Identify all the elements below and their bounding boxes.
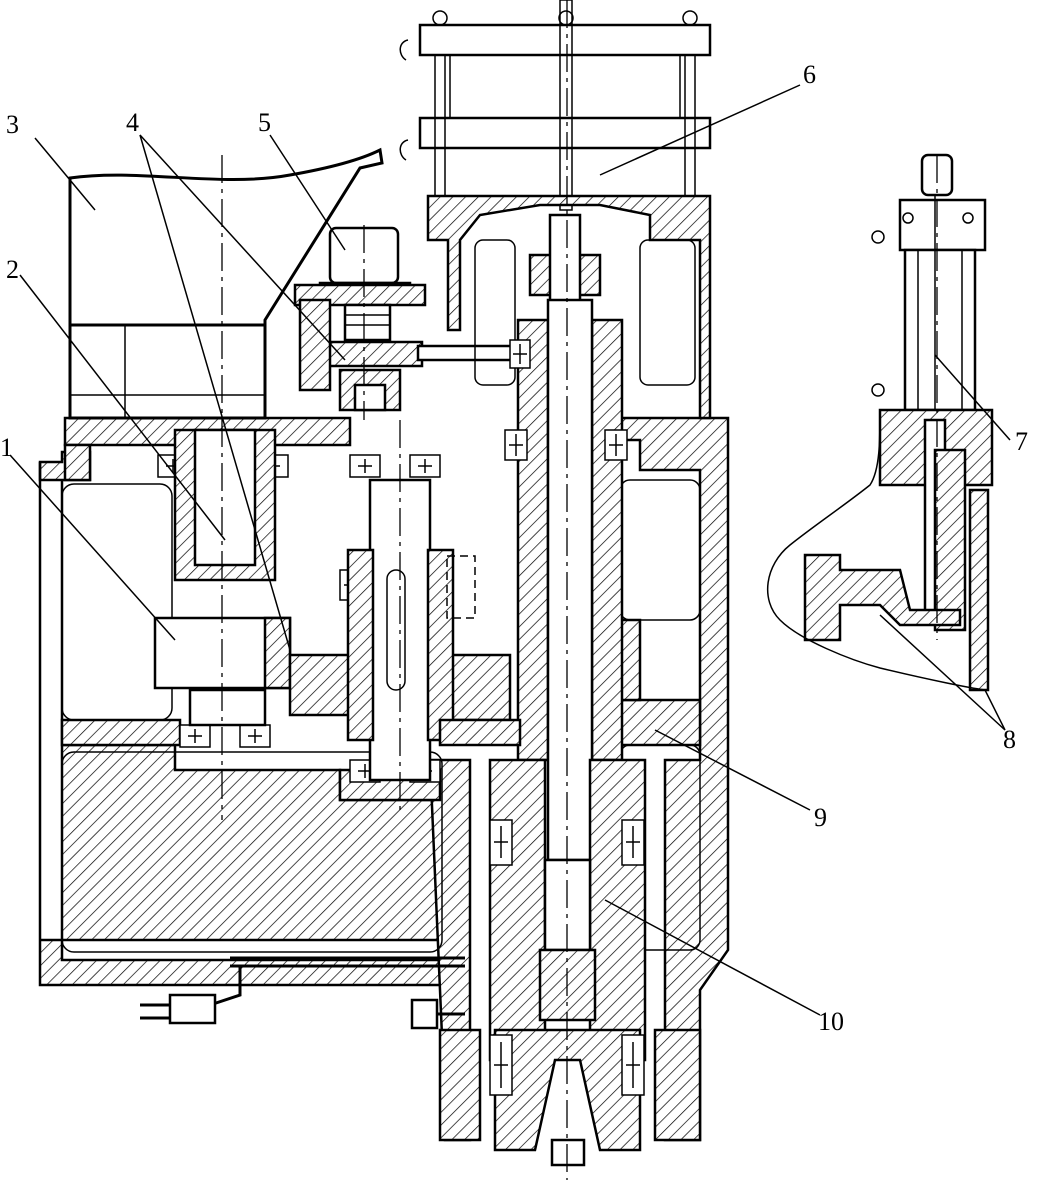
callout-labels: 1 2 3 4 5 6 7 8 9 10: [0, 60, 1028, 1036]
motor: [68, 147, 384, 420]
callout-3: 3: [6, 110, 19, 139]
callout-5: 5: [258, 108, 271, 137]
callout-6: 6: [803, 60, 816, 89]
centre-lines: [221, 0, 938, 1180]
leader-lines: [9, 84, 1011, 1016]
callout-10: 10: [818, 1007, 844, 1036]
side-detail-view: [766, 153, 994, 692]
callout-1: 1: [0, 433, 13, 462]
bearings: [157, 339, 645, 1096]
top-cylinder: [399, 0, 712, 420]
gear-train: [153, 428, 522, 782]
callout-8: 8: [1003, 725, 1016, 754]
callout-7: 7: [1015, 427, 1028, 456]
callout-2: 2: [6, 255, 19, 284]
spindle: [438, 213, 702, 1167]
coolant-pipe: [140, 956, 465, 1030]
main-housing: [38, 416, 730, 1142]
callout-4: 4: [126, 108, 139, 137]
worm-gear: [298, 298, 520, 412]
callout-9: 9: [814, 803, 827, 832]
